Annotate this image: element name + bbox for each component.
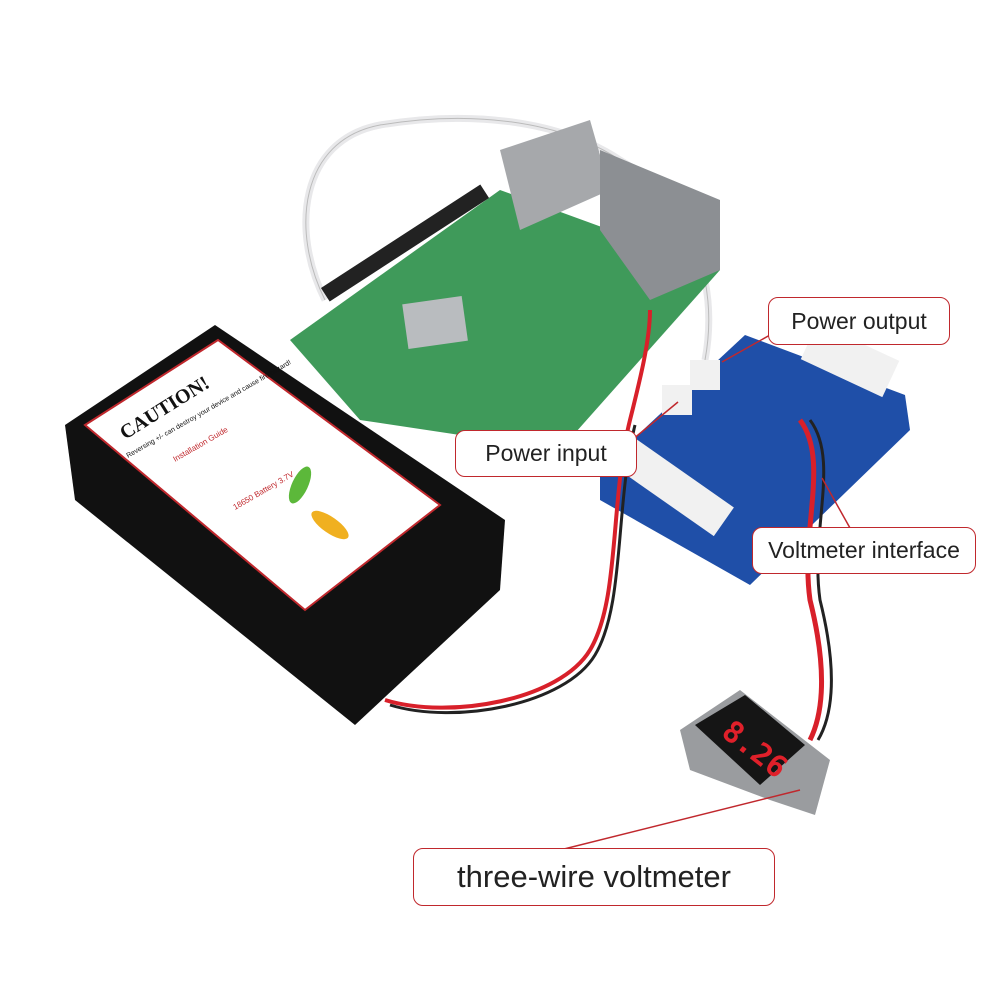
ethernet-port: [500, 120, 610, 230]
three-wire-voltmeter-label: three-wire voltmeter: [413, 848, 775, 906]
voltmeter-interface-label: Voltmeter interface: [752, 527, 976, 574]
leader-line: [631, 401, 679, 441]
leader-line: [721, 334, 771, 363]
leader-line: [559, 789, 801, 851]
power-output-label: Power output: [768, 297, 950, 345]
battery-icon: [288, 466, 312, 504]
power-input-label: Power input: [455, 430, 637, 477]
raspberry-pi-board: [290, 190, 720, 450]
battery-label: [83, 338, 442, 612]
cpu-shield: [402, 296, 468, 349]
usb-ports: [600, 150, 720, 300]
power-input-connector: [662, 385, 692, 415]
battery-wire: [384, 309, 652, 710]
battery-icon: [311, 510, 349, 540]
connector-block: [615, 438, 734, 537]
voltmeter-display: [695, 695, 805, 785]
driver-board: [600, 335, 910, 585]
leader-line: [821, 477, 851, 529]
gpio-header: [320, 184, 490, 302]
power-output-connector: [690, 360, 720, 390]
voltmeter-wire: [797, 418, 824, 742]
